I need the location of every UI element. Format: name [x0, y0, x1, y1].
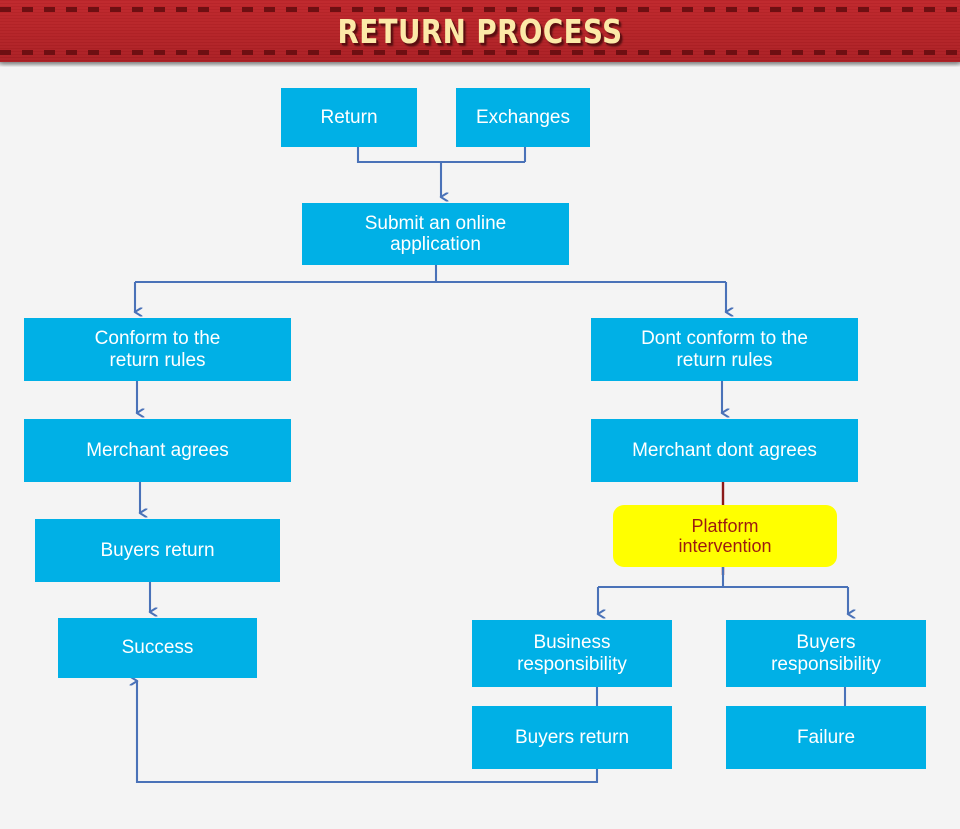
node-buyers-responsibility[interactable]: Buyers responsibility: [726, 620, 926, 687]
node-buyers-return-left[interactable]: Buyers return: [35, 519, 280, 582]
edge-return-to-submit: [356, 147, 525, 164]
node-return[interactable]: Return: [281, 88, 417, 147]
node-failure[interactable]: Failure: [726, 706, 926, 769]
page-title: RETURN PROCESS: [337, 12, 623, 51]
node-platform-intervention[interactable]: Platform intervention: [613, 505, 837, 567]
node-exchanges[interactable]: Exchanges: [456, 88, 590, 147]
node-dont-conform-to-return-rules[interactable]: Dont conform to the return rules: [591, 318, 858, 381]
node-merchant-agrees[interactable]: Merchant agrees: [24, 419, 291, 482]
node-success[interactable]: Success: [58, 618, 257, 678]
flowchart-canvas: Return Exchanges Submit an online applic…: [0, 67, 960, 829]
node-buyers-return-right[interactable]: Buyers return: [472, 706, 672, 769]
node-merchant-dont-agrees[interactable]: Merchant dont agrees: [591, 419, 858, 482]
banner-drop-shadow: [0, 62, 960, 67]
node-conform-to-return-rules[interactable]: Conform to the return rules: [24, 318, 291, 381]
banner-stitch-bottom: [0, 50, 960, 55]
edge-buyers-return-right-to-success: [137, 681, 599, 784]
banner-stitch-top: [0, 7, 960, 12]
node-business-responsibility[interactable]: Business responsibility: [472, 620, 672, 687]
header-banner: RETURN PROCESS: [0, 0, 960, 62]
node-submit-online-application[interactable]: Submit an online application: [302, 203, 569, 265]
